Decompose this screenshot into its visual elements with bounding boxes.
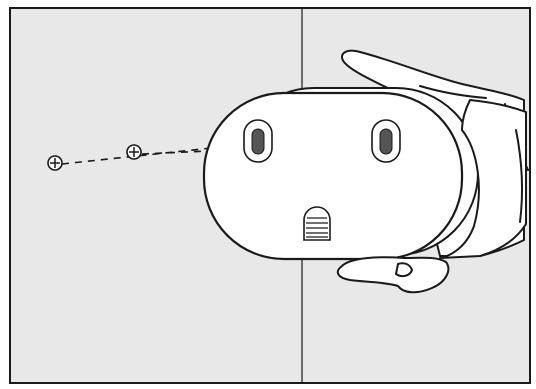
screw-head-icon: [47, 155, 63, 171]
keyhole-slot-icon: [371, 119, 401, 163]
keyhole-slot-icon: [243, 119, 273, 163]
hand-icon: [336, 99, 527, 294]
wall-mount-device-icon: [202, 87, 479, 261]
vent-grille-icon: [303, 206, 331, 241]
screw-head-icon: [126, 144, 142, 160]
